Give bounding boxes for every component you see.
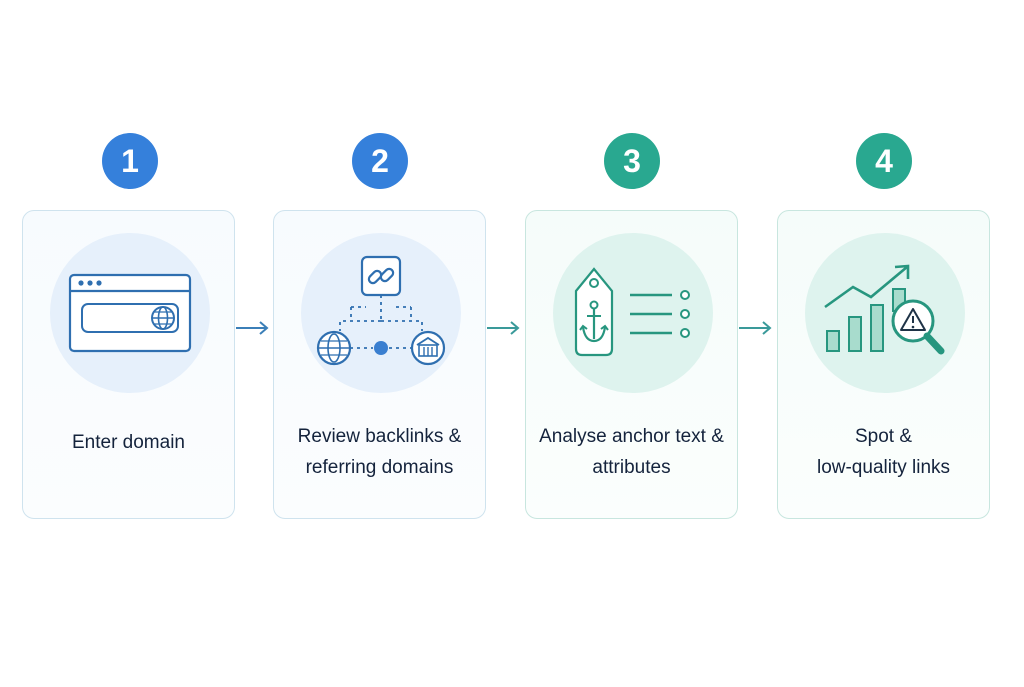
step-1-label: Enter domain [23,427,234,458]
step-2-label-line-2: referring domains [305,457,454,478]
step-3-icon-circle [553,233,713,393]
step-1-number: 1 [121,142,139,179]
browser-globe-icon [68,273,192,353]
step-4-label: Spot & low-quality links [778,421,989,483]
step-3-label: Analyse anchor text & attributes [526,421,737,483]
step-1-card: Enter domain [22,210,235,519]
step-4-icon-circle [805,233,965,393]
step-4-label-line-1: Spot & [854,426,913,447]
step-3-card: Analyse anchor text & attributes [525,210,738,519]
step-4-card: Spot & low-quality links [777,210,990,519]
step-3-label-line-2: attributes [592,457,671,478]
step-4-badge: 4 [856,133,912,189]
step-3-label-line-1: Analyse anchor text & [539,426,724,447]
step-3-number: 3 [623,142,641,179]
step-4-number: 4 [875,142,893,179]
step-2-icon-circle [301,233,461,393]
link-network-icon [316,255,446,366]
step-2-badge: 2 [352,133,408,189]
step-3-badge: 3 [604,133,660,189]
chart-warning-magnifier-icon [824,264,945,355]
step-2-label-line-1: Review backlinks & [297,426,462,447]
step-1-icon-circle [50,233,210,393]
arrow-right-icon [236,321,269,335]
step-4-label-line-2: low-quality links [816,457,951,478]
arrow-right-icon [487,321,520,335]
step-1-label-line-1: Enter domain [71,432,185,453]
anchor-tag-list-icon [574,267,690,357]
step-1-badge: 1 [102,133,158,189]
step-2-card: Review backlinks & referring domains [273,210,486,519]
arrow-right-icon [739,321,772,335]
step-2-number: 2 [371,142,389,179]
step-2-label: Review backlinks & referring domains [274,421,485,483]
